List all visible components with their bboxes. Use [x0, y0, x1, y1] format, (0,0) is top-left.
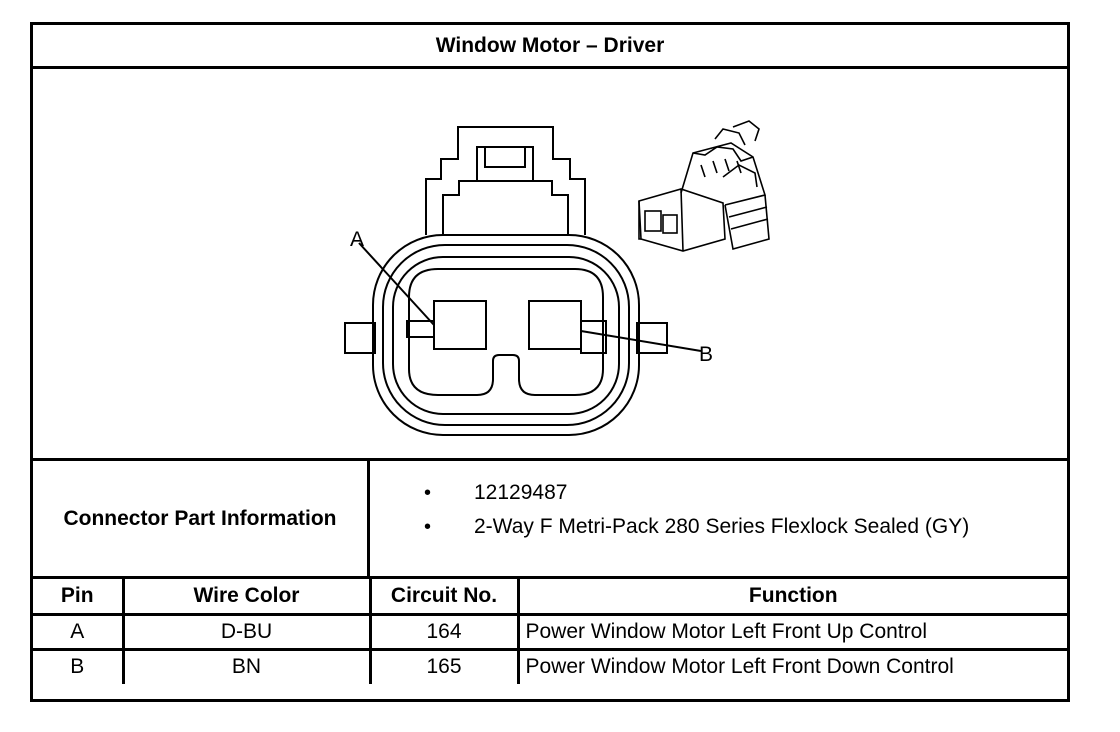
column-header-function: Function: [516, 579, 1067, 616]
list-item: • 2-Way F Metri-Pack 280 Series Flexlock…: [370, 513, 1067, 547]
pin-b-label: B: [699, 343, 713, 366]
list-item: • 12129487: [370, 479, 1067, 513]
column-header-pin: Pin: [33, 579, 125, 616]
bullet-icon: •: [424, 482, 432, 504]
pin-cell: A: [33, 612, 125, 651]
part-number: 12129487: [474, 481, 568, 504]
table-row: A D-BU 164 Power Window Motor Left Front…: [33, 612, 1067, 651]
table-row: B BN 165 Power Window Motor Left Front D…: [33, 647, 1067, 684]
connector-face-drawing: A B: [344, 120, 770, 436]
pinout-table: Pin Wire Color Circuit No. Function A D-…: [33, 579, 1067, 684]
connector-info-label: Connector Part Information: [33, 461, 370, 576]
connector-face: [344, 126, 702, 436]
wire-color-cell: D-BU: [121, 612, 372, 651]
column-header-wire-color: Wire Color: [121, 579, 372, 616]
column-header-circuit-no: Circuit No.: [368, 579, 520, 616]
connector-part-information: Connector Part Information • 12129487 • …: [33, 461, 1067, 579]
function-cell: Power Window Motor Left Front Down Contr…: [516, 647, 1067, 684]
connector-diagram: A B: [33, 69, 1067, 461]
bullet-icon: •: [424, 516, 432, 538]
sheet-title: Window Motor – Driver: [33, 25, 1067, 69]
table-header-row: Pin Wire Color Circuit No. Function: [33, 579, 1067, 616]
connector-description: 2-Way F Metri-Pack 280 Series Flexlock S…: [474, 515, 970, 538]
pin-cell: B: [33, 647, 125, 684]
circuit-cell: 165: [368, 647, 520, 684]
connector-info-list: • 12129487 • 2-Way F Metri-Pack 280 Seri…: [370, 461, 1067, 576]
wire-color-cell: BN: [121, 647, 372, 684]
circuit-cell: 164: [368, 612, 520, 651]
pin-a-label: A: [350, 228, 364, 251]
connector-3d-illustration: [638, 120, 770, 252]
function-cell: Power Window Motor Left Front Up Control: [516, 612, 1067, 651]
connector-sheet: Window Motor – Driver: [30, 22, 1070, 702]
